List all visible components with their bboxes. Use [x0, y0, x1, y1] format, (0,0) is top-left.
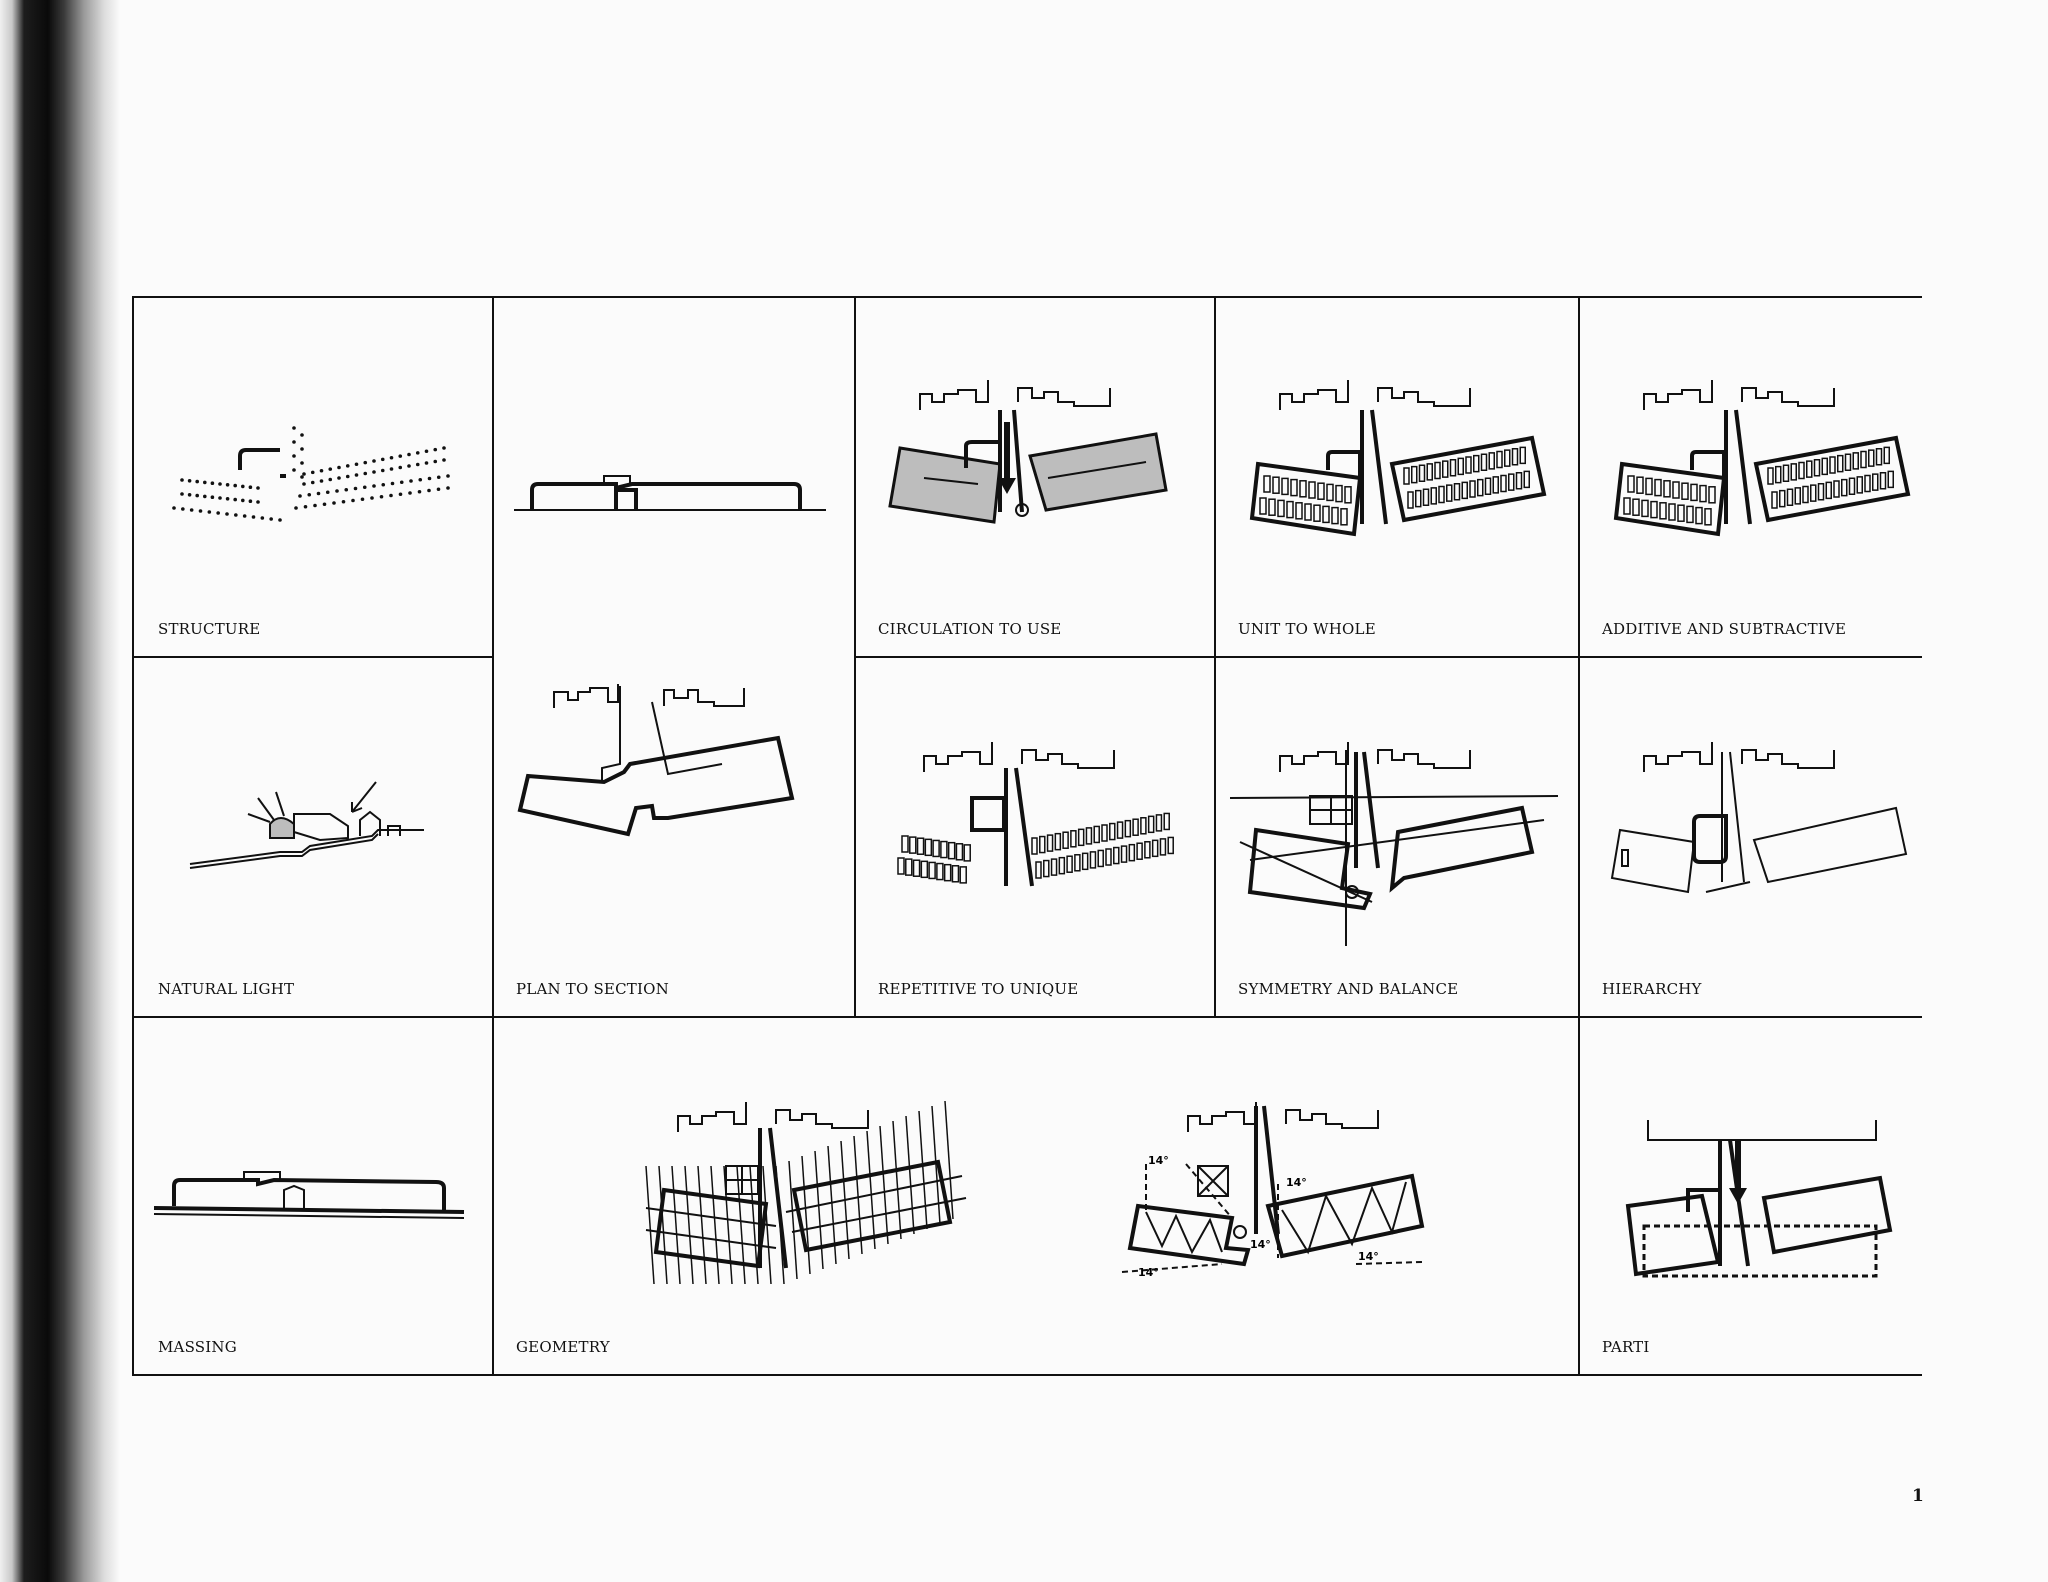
panel-label: ADDITIVE AND SUBTRACTIVE — [1602, 620, 1847, 638]
grid-line — [134, 1016, 1922, 1018]
panel-label: REPETITIVE TO UNIQUE — [878, 980, 1079, 998]
repetitive-to-unique-diagram — [897, 742, 1174, 887]
panel-geometry: 14° 14° 14° 14° 14° GEOMETRY — [492, 1016, 1578, 1374]
diagram-sheet: STRUCTURE PLAN TO SECTION — [132, 296, 1922, 1376]
angle-label: 14° — [1250, 1238, 1271, 1251]
plan-to-section-diagram — [514, 475, 826, 837]
panel-hierarchy: HIERARCHY — [1578, 656, 1922, 1016]
angle-label: 14° — [1286, 1176, 1307, 1189]
panel-label: GEOMETRY — [516, 1338, 610, 1356]
natural-light-diagram — [189, 781, 424, 869]
angle-label: 14° — [1358, 1250, 1379, 1263]
angle-label: 14° — [1138, 1266, 1159, 1279]
page-number: 1 — [1912, 1486, 1924, 1506]
grid-line — [492, 298, 494, 1374]
panel-label: STRUCTURE — [158, 620, 261, 638]
additive-and-subtractive-diagram — [1613, 380, 1911, 537]
circulation-to-use-diagram — [888, 380, 1168, 524]
symmetry-and-balance-diagram — [1229, 742, 1559, 946]
grid-line — [854, 656, 1922, 658]
scan-shadow-edge — [0, 0, 120, 1582]
panel-label: NATURAL LIGHT — [158, 980, 295, 998]
panel-symmetry-and-balance: SYMMETRY AND BALANCE — [1214, 656, 1578, 1016]
massing-diagram — [153, 1171, 465, 1219]
panel-label: PLAN TO SECTION — [516, 980, 669, 998]
panel-structure: STRUCTURE — [134, 298, 492, 656]
parti-diagram — [1625, 1120, 1893, 1278]
panel-circulation-to-use: CIRCULATION TO USE — [854, 298, 1214, 656]
panel-label: MASSING — [158, 1338, 237, 1356]
panel-unit-to-whole: UNIT TO WHOLE — [1214, 298, 1578, 656]
structure-diagram — [172, 426, 450, 522]
angle-label: 14° — [1148, 1154, 1169, 1167]
grid-line — [1578, 298, 1580, 1374]
panel-additive-and-subtractive: ADDITIVE AND SUBTRACTIVE — [1578, 298, 1922, 656]
panel-label: CIRCULATION TO USE — [878, 620, 1062, 638]
geometry-diagram: 14° 14° 14° 14° 14° — [645, 1100, 1425, 1285]
hierarchy-diagram — [1610, 742, 1908, 894]
panel-label: SYMMETRY AND BALANCE — [1238, 980, 1459, 998]
panel-label: HIERARCHY — [1602, 980, 1702, 998]
unit-to-whole-diagram — [1249, 380, 1547, 537]
panel-repetitive-to-unique: REPETITIVE TO UNIQUE — [854, 656, 1214, 1016]
panel-label: UNIT TO WHOLE — [1238, 620, 1376, 638]
panel-parti: PARTI — [1578, 1016, 1922, 1374]
panel-label: PARTI — [1602, 1338, 1650, 1356]
panel-natural-light: NATURAL LIGHT — [134, 656, 492, 1016]
panel-plan-to-section: PLAN TO SECTION — [492, 298, 854, 1016]
panel-massing: MASSING — [134, 1016, 492, 1374]
grid-line — [134, 656, 492, 658]
